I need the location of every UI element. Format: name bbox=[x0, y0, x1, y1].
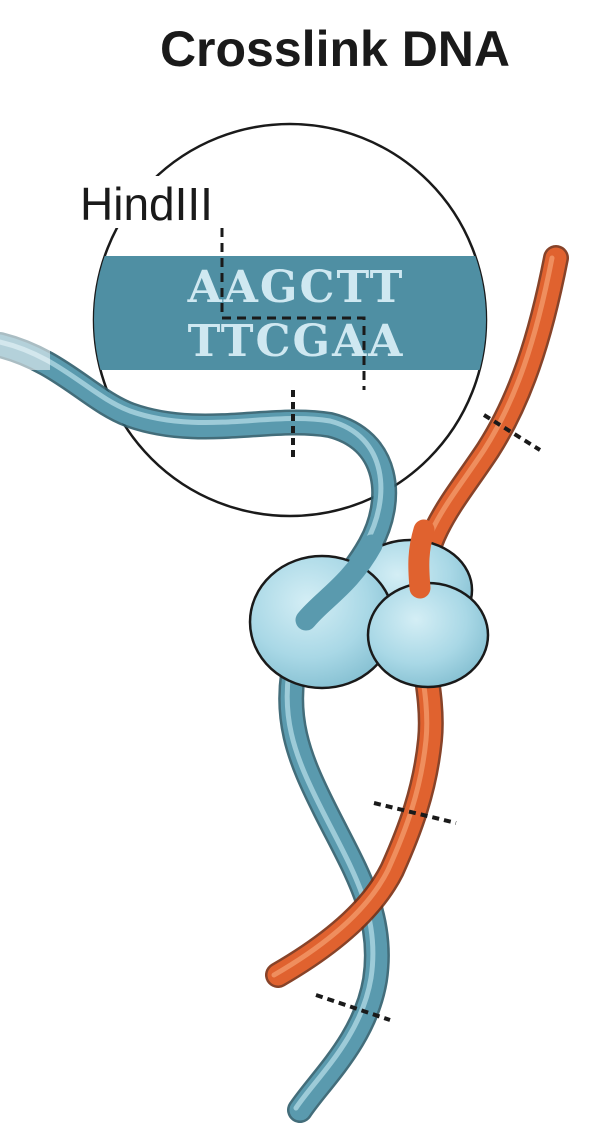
bottom-strand-sequence: TTCGAA bbox=[188, 316, 405, 367]
enzyme-label-backdrop bbox=[76, 176, 244, 228]
orange-strand-over-protein bbox=[408, 519, 435, 599]
blue-dna-strand bbox=[0, 320, 398, 1123]
protein-subunit-right bbox=[366, 581, 490, 689]
enzyme-label: HindIII bbox=[80, 178, 213, 230]
diagram-title: Crosslink DNA bbox=[160, 21, 510, 77]
top-strand-sequence: AAGCTT bbox=[187, 262, 405, 313]
cut-mark-orange-lower bbox=[373, 801, 457, 825]
cut-marks bbox=[291, 390, 542, 1022]
cut-mark-blue-lower bbox=[315, 993, 391, 1022]
blue-strand-over-protein bbox=[295, 534, 383, 631]
restriction-cut-line bbox=[220, 228, 366, 390]
sequence-band bbox=[94, 256, 486, 370]
